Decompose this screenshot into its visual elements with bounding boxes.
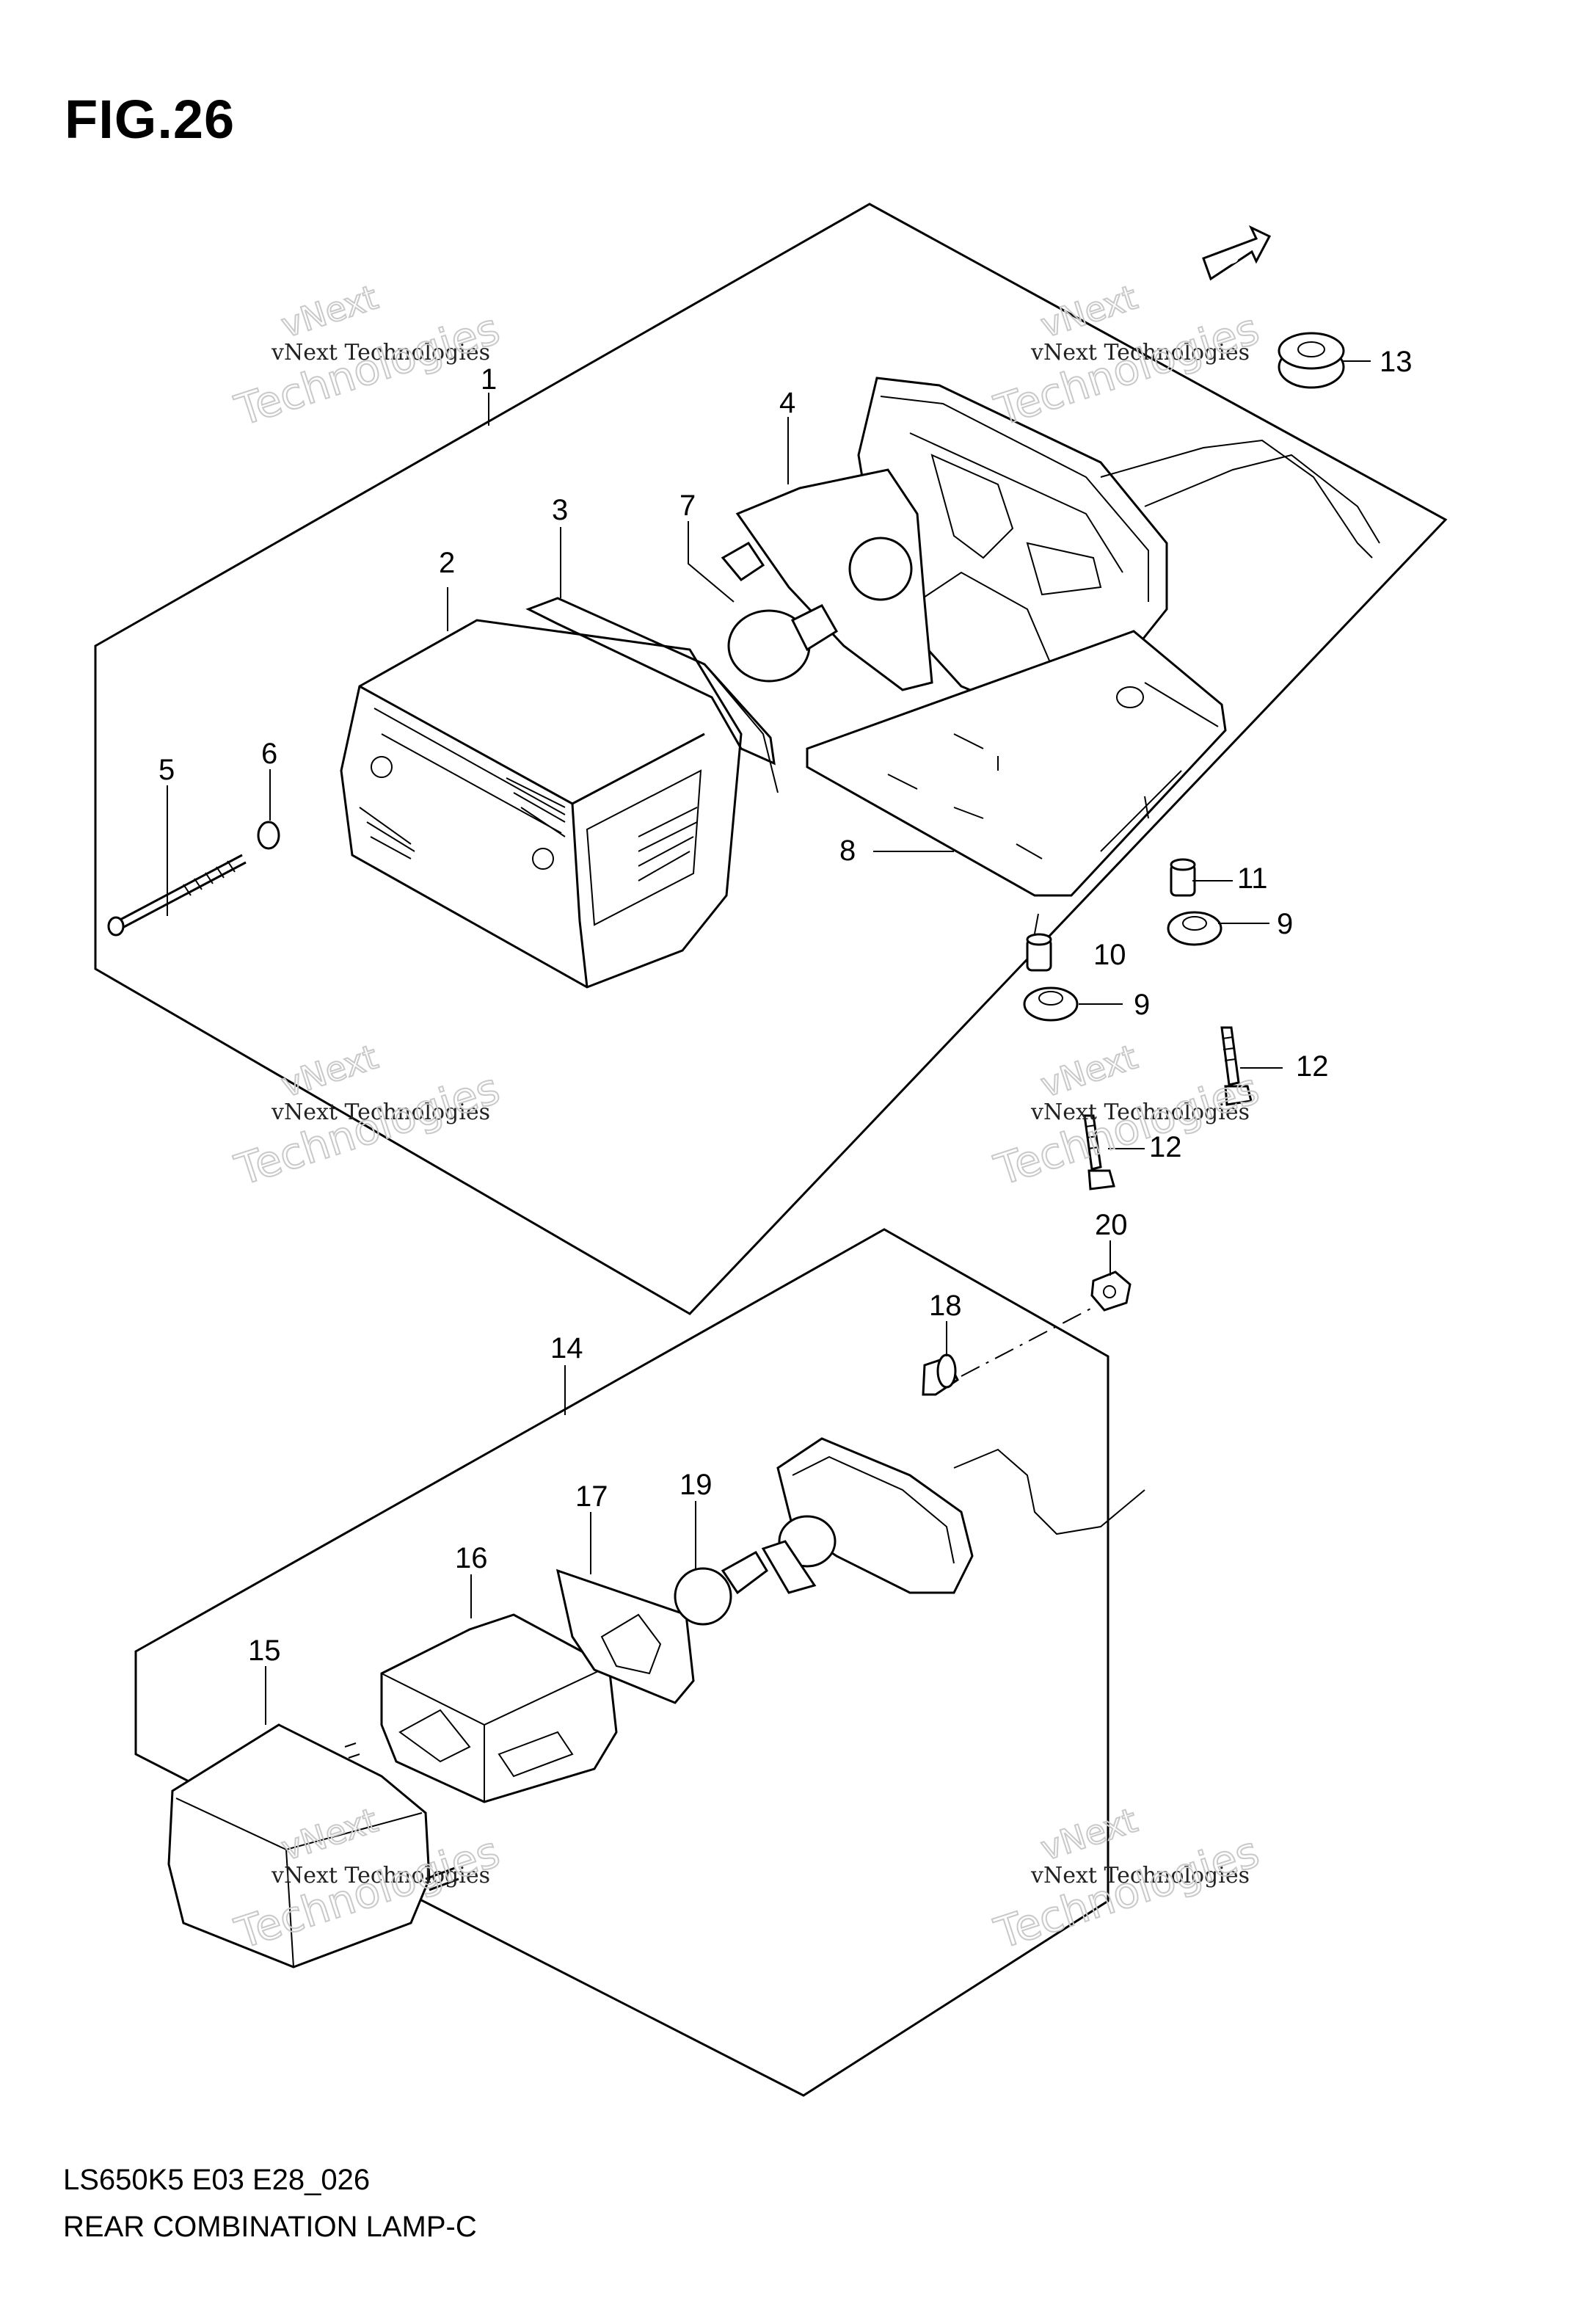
callout-10: 10 <box>1093 939 1126 971</box>
callout-17: 17 <box>575 1480 608 1513</box>
svg-text:vNext: vNext <box>1036 277 1143 346</box>
callout-16: 16 <box>455 1542 488 1574</box>
callout-3: 3 <box>552 494 568 526</box>
part-18-grommet <box>922 1353 959 1396</box>
leader-lines <box>167 360 1371 1725</box>
part-9-grommet-a <box>1167 911 1222 946</box>
svg-text:Technologies: Technologies <box>988 1064 1264 1196</box>
part-7-bulb <box>721 468 933 691</box>
callout-6: 6 <box>261 738 277 770</box>
model-code: LS650K5 E03 E28_026 <box>63 2164 371 2196</box>
callout-12b: 12 <box>1149 1131 1182 1163</box>
callout-8: 8 <box>839 835 856 867</box>
assembly-frame-lower <box>134 1228 1109 2097</box>
diagram-subtitle: REAR COMBINATION LAMP-C <box>63 2211 477 2243</box>
watermark-6: vNext vNext Technologies Technologies <box>988 1800 1265 1960</box>
svg-text:vNext Technologies: vNext Technologies <box>271 1863 490 1889</box>
watermark-3: vNext vNext Technologies Technologies <box>228 1036 506 1196</box>
centre-line <box>961 1306 1096 1377</box>
svg-text:Technologies: Technologies <box>988 304 1264 436</box>
part-9-grommet-b <box>1023 986 1079 1022</box>
svg-text:vNext Technologies: vNext Technologies <box>271 1099 490 1125</box>
watermark-2: vNext vNext Technologies Technologies <box>988 277 1265 437</box>
part-13-grommet <box>1278 332 1345 389</box>
callout-4: 4 <box>779 387 795 419</box>
svg-text:vNext: vNext <box>277 1037 383 1105</box>
part-6-washer <box>257 821 280 850</box>
part-15-license-lens <box>167 1723 431 1969</box>
callout-numbers: 1 2 3 4 5 6 7 8 9 9 10 11 12 12 13 14 15… <box>158 346 1413 1667</box>
fwd-arrow-icon: FWD <box>1202 225 1272 281</box>
assembly-frame-upper <box>94 203 1448 1315</box>
callout-12a: 12 <box>1296 1050 1329 1083</box>
svg-text:vNext Technologies: vNext Technologies <box>1030 1863 1250 1889</box>
watermark-1: vNext vNext Technologies Technologies <box>228 277 506 437</box>
svg-text:vNext: vNext <box>1036 1037 1143 1105</box>
callout-2: 2 <box>439 547 455 579</box>
callout-20: 20 <box>1095 1209 1128 1241</box>
part-5-bolt <box>107 854 247 937</box>
svg-text:Technologies: Technologies <box>229 1064 505 1196</box>
svg-text:vNext: vNext <box>1036 1800 1143 1869</box>
part-20-nut <box>1090 1270 1132 1312</box>
svg-text:Technologies: Technologies <box>988 1827 1264 1959</box>
callout-11: 11 <box>1237 862 1268 895</box>
part-12-bolt-b <box>1083 1114 1115 1190</box>
part-2-lens <box>340 619 743 989</box>
watermark-4: vNext vNext Technologies Technologies <box>988 1036 1265 1196</box>
part-12-bolt-a <box>1220 1026 1253 1106</box>
callout-18: 18 <box>929 1290 962 1322</box>
callout-14: 14 <box>550 1332 583 1364</box>
part-11-collar <box>1170 858 1196 897</box>
part-14-socket-base <box>761 1437 1145 1594</box>
svg-text:vNext Technologies: vNext Technologies <box>1030 340 1250 366</box>
callout-15: 15 <box>248 1635 281 1667</box>
part-16-housing <box>344 1613 618 1891</box>
part-8-plate <box>806 630 1227 897</box>
callout-1: 1 <box>481 363 497 396</box>
svg-text:Technologies: Technologies <box>229 304 505 436</box>
callout-7: 7 <box>679 490 696 522</box>
figure-title: FIG.26 <box>65 89 236 150</box>
callout-9a: 9 <box>1277 908 1293 940</box>
callout-19: 19 <box>679 1469 713 1501</box>
part-19-bulb <box>674 1550 768 1626</box>
svg-text:vNext Technologies: vNext Technologies <box>1030 1099 1250 1125</box>
callout-9b: 9 <box>1134 989 1150 1021</box>
svg-text:vNext: vNext <box>277 277 383 346</box>
callout-5: 5 <box>158 754 175 786</box>
part-10-collar <box>1026 933 1052 972</box>
part-3-gasket <box>525 597 776 766</box>
callout-13: 13 <box>1380 346 1413 378</box>
svg-text:vNext Technologies: vNext Technologies <box>271 340 490 366</box>
